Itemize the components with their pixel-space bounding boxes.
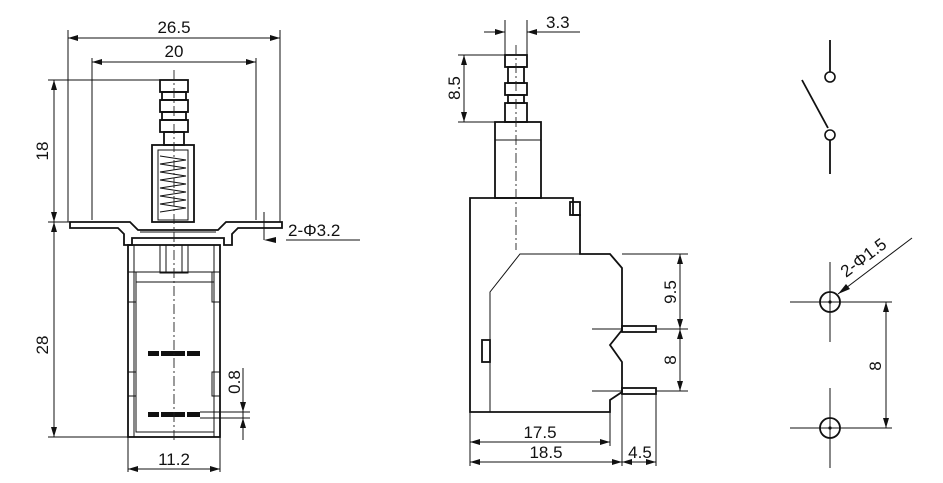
- dim-side-plunger-width: 3.3: [484, 13, 580, 55]
- dim-body-depth-outer: 18.5: [470, 392, 623, 466]
- dim-plunger-height-label: 18: [33, 142, 52, 161]
- dim-width-inner: 20: [91, 42, 257, 220]
- spring-housing: [151, 144, 195, 223]
- dim-terminal-pitch-label: 8: [661, 355, 680, 364]
- dim-terminal-length: 4.5: [622, 394, 657, 466]
- dim-plunger-height: 18: [33, 79, 160, 223]
- terminal-upper: [621, 325, 657, 333]
- terminal-lower: [621, 387, 657, 395]
- dim-width-outer: 26.5: [67, 18, 281, 222]
- dim-body-height: 28: [33, 222, 128, 438]
- dim-width-outer-label: 26.5: [157, 18, 190, 37]
- side-terminals: [592, 325, 657, 395]
- dim-terminal-pitch: 8: [656, 329, 688, 392]
- side-body: [469, 197, 623, 413]
- terminal-circle-bottom: [824, 129, 836, 141]
- dim-hole-pitch: 8: [840, 301, 892, 429]
- dim-contact-gap: 0.8: [200, 368, 250, 440]
- dim-side-plunger-width-label: 3.3: [546, 13, 570, 32]
- switch-symbol: [801, 40, 836, 174]
- spring-icon: [159, 155, 187, 213]
- mounting-flange: [69, 221, 283, 246]
- dim-hole-spec: 2-Φ1.5: [837, 235, 913, 295]
- dim-width-inner-label: 20: [165, 42, 184, 61]
- dim-body-depth-outer-label: 18.5: [529, 443, 562, 462]
- dim-body-width-label: 11.2: [158, 450, 190, 469]
- side-plunger: [494, 54, 542, 199]
- front-view: 26.5 20 18 28: [33, 18, 360, 472]
- dim-body-depth-inner: 17.5: [469, 412, 611, 466]
- pcb-hole-layout: 2-Φ1.5 8: [790, 235, 913, 468]
- dim-contact-gap-label: 0.8: [225, 370, 244, 394]
- dim-body-depth-inner-label: 17.5: [523, 423, 556, 442]
- dim-side-plunger-height-label: 8.5: [445, 76, 464, 100]
- dim-side-plunger-height: 8.5: [445, 54, 505, 123]
- terminal-circle-top: [824, 71, 836, 83]
- dim-mount-hole-label: 2-Φ3.2: [288, 221, 340, 240]
- switch-lever: [801, 79, 829, 129]
- dim-terminal-offset-label: 9.5: [661, 280, 680, 304]
- dim-terminal-offset: 9.5: [622, 253, 688, 330]
- dim-body-width: 11.2: [127, 437, 221, 472]
- dim-terminal-length-label: 4.5: [628, 443, 652, 462]
- side-view: 3.3 8.5 9.5 8: [445, 13, 688, 466]
- dim-hole-pitch-label: 8: [866, 361, 885, 370]
- dim-mount-hole: 2-Φ3.2: [263, 212, 360, 243]
- dim-body-height-label: 28: [33, 336, 52, 355]
